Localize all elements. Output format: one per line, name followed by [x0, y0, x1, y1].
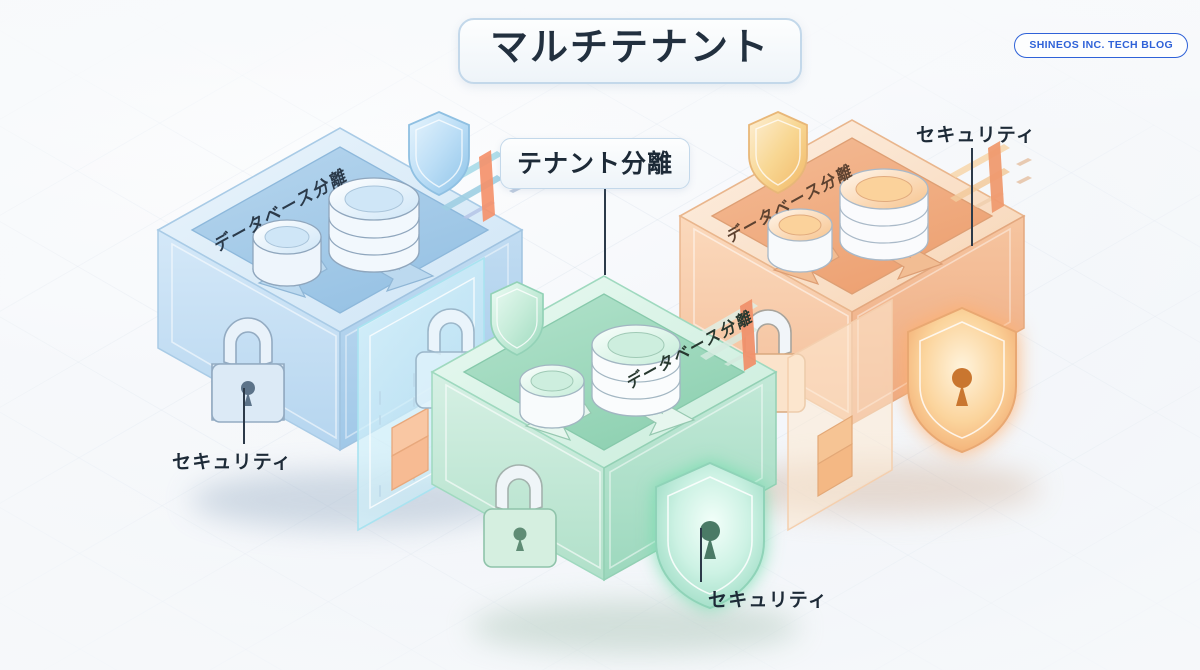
database-icon-small-orange [767, 208, 833, 273]
annotation-security-top-right: セキュリティ [916, 125, 1037, 146]
glass-divider-panel-orange [787, 298, 893, 532]
callout-tenant-isolation: テナント分離 [500, 138, 691, 189]
blue-box-contents [252, 150, 525, 298]
shield-icon-green-top [490, 281, 544, 356]
brand-badge[interactable]: SHINEOS INC. TECH BLOG [1014, 33, 1188, 58]
database-icon-stack [328, 177, 420, 273]
orange-divider-bar-3 [740, 299, 756, 371]
page-title: マルチテナント [458, 18, 803, 84]
shield-icon-green-glow [655, 461, 765, 610]
padlock-icon-blue [211, 317, 285, 423]
shield-icon-blue [408, 111, 470, 196]
database-icon-small [252, 219, 322, 287]
box-shadow-green [470, 600, 800, 654]
orange-box-contents [767, 141, 1032, 286]
database-icon-stack-orange [839, 168, 929, 261]
leader-line-security-top-right [971, 148, 973, 246]
database-icon-stack-green [591, 324, 681, 417]
padlock-icon-green [483, 464, 557, 568]
orange-divider-bar [479, 150, 495, 222]
database-icon-small-green [519, 364, 585, 429]
orange-divider-bar-2 [988, 141, 1004, 213]
annotation-security-bottom-left: セキュリティ [172, 452, 293, 473]
leader-line-security-bottom-left [243, 388, 245, 444]
green-box-contents [519, 299, 758, 442]
shield-icon-orange-top [748, 111, 808, 194]
annotation-security-bottom-center: セキュリティ [708, 590, 829, 611]
leader-line-security-bottom-center [700, 528, 702, 582]
shield-icon-orange-glow [907, 306, 1017, 454]
leader-line-tenant-isolation [604, 187, 606, 275]
